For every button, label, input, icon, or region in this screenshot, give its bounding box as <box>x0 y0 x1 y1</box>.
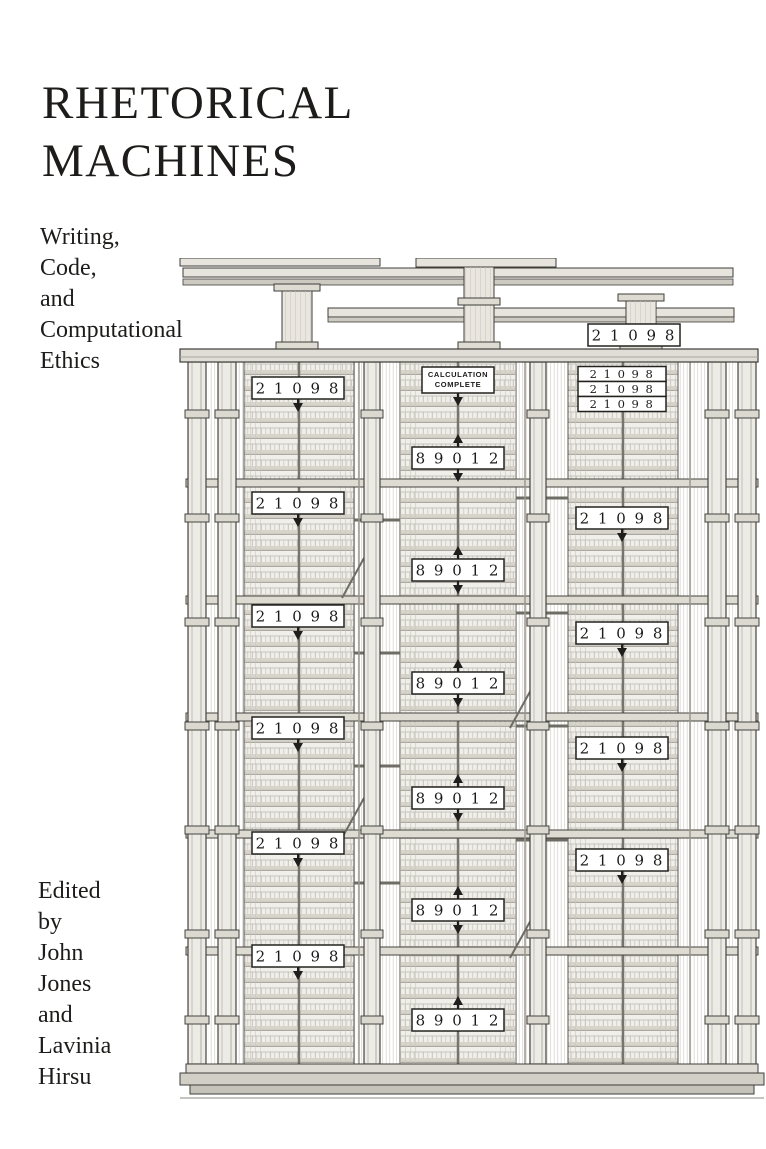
calculation-complete-plaque: CALCULATION COMPLETE <box>421 366 495 406</box>
title-line-2: MACHINES <box>42 135 300 187</box>
subtitle-line: Writing, <box>40 224 120 250</box>
svg-text:2 1 0 9 8: 2 1 0 9 8 <box>580 625 665 643</box>
number-dial: 2 1 0 9 8 <box>577 365 667 383</box>
svg-text:COMPLETE: COMPLETE <box>435 380 481 389</box>
number-dial: 8 9 0 1 2 <box>411 546 505 594</box>
editors: Edited by John Jones and Lavinia Hirsu <box>38 876 111 1093</box>
number-dial: 2 1 0 9 8 <box>575 736 669 772</box>
editor-line: John <box>38 940 84 966</box>
book-subtitle: Writing, Code, and Computational Ethics <box>40 222 183 377</box>
machine-top-plate <box>179 348 759 363</box>
machine-top-assembly <box>179 257 759 363</box>
svg-text:2 1 0 9 8: 2 1 0 9 8 <box>256 495 341 513</box>
number-dial: 2 1 0 9 8 <box>575 848 669 884</box>
engraving-container: CALCULATION COMPLETE 2 1 0 9 8 2 1 0 9 8 <box>178 257 766 1106</box>
svg-text:2 1 0 9 8: 2 1 0 9 8 <box>580 852 665 870</box>
number-dial: 8 9 0 1 2 <box>411 996 505 1032</box>
number-dial: 2 1 0 9 8 <box>251 604 345 640</box>
number-dial: 8 9 0 1 2 <box>411 886 505 934</box>
svg-text:8 9 0 1 2: 8 9 0 1 2 <box>416 450 501 468</box>
svg-text:CALCULATION: CALCULATION <box>428 370 488 379</box>
number-dial: 2 1 0 9 8 <box>577 380 667 398</box>
subtitle-line: Computational <box>40 317 183 343</box>
number-dial: 2 1 0 9 8 <box>577 395 667 413</box>
number-dial: 2 1 0 9 8 <box>575 621 669 657</box>
number-dial: 2 1 0 9 8 <box>575 506 669 542</box>
number-dial: 2 1 0 9 8 <box>251 376 345 412</box>
subtitle-line: Code, <box>40 255 97 281</box>
number-dials-center: 8 9 0 1 2 8 9 0 1 2 8 9 0 1 2 <box>411 434 505 1032</box>
svg-text:2 1 0 9 8: 2 1 0 9 8 <box>590 382 655 396</box>
machine-base <box>179 1063 765 1099</box>
editor-line: by <box>38 909 62 935</box>
editor-line: and <box>38 1002 73 1028</box>
svg-text:2 1 0 9 8: 2 1 0 9 8 <box>580 510 665 528</box>
editor-line: Jones <box>38 971 92 997</box>
number-dial: 2 1 0 9 8 <box>251 944 345 980</box>
svg-text:8 9 0 1 2: 8 9 0 1 2 <box>416 902 501 920</box>
svg-text:2 1 0 9 8: 2 1 0 9 8 <box>256 948 341 966</box>
editor-line: Edited <box>38 878 101 904</box>
svg-text:8 9 0 1 2: 8 9 0 1 2 <box>416 675 501 693</box>
svg-text:2 1 0 9 8: 2 1 0 9 8 <box>580 740 665 758</box>
number-dials-right: 2 1 0 9 8 2 1 0 9 8 2 1 0 9 8 2 1 0 9 8 … <box>575 323 681 884</box>
svg-text:2 1 0 9 8: 2 1 0 9 8 <box>256 608 341 626</box>
editor-line: Lavinia <box>38 1033 112 1059</box>
number-dial: 2 1 0 9 8 <box>251 716 345 752</box>
svg-text:8 9 0 1 2: 8 9 0 1 2 <box>416 1012 501 1030</box>
svg-text:8 9 0 1 2: 8 9 0 1 2 <box>416 790 501 808</box>
top-post-left <box>273 283 321 350</box>
svg-text:2 1 0 9 8: 2 1 0 9 8 <box>590 397 655 411</box>
number-dials-left: 2 1 0 9 8 2 1 0 9 8 2 1 0 9 8 2 1 0 9 8 <box>251 376 345 980</box>
svg-text:2 1 0 9 8: 2 1 0 9 8 <box>592 327 677 345</box>
difference-engine-engraving: CALCULATION COMPLETE 2 1 0 9 8 2 1 0 9 8 <box>179 257 765 1099</box>
number-dial: 2 1 0 9 8 <box>587 323 681 347</box>
title-line-1: RHETORICAL <box>42 77 354 129</box>
svg-text:2 1 0 9 8: 2 1 0 9 8 <box>590 367 655 381</box>
subtitle-line: Ethics <box>40 348 100 374</box>
editor-line: Hirsu <box>38 1064 92 1090</box>
svg-text:8 9 0 1 2: 8 9 0 1 2 <box>416 562 501 580</box>
number-dial: 8 9 0 1 2 <box>411 434 505 482</box>
number-dial: 8 9 0 1 2 <box>411 774 505 822</box>
book-title: RHETORICAL MACHINES <box>42 74 354 190</box>
svg-text:2 1 0 9 8: 2 1 0 9 8 <box>256 720 341 738</box>
tier-shelves <box>185 478 759 956</box>
number-dial: 8 9 0 1 2 <box>411 659 505 707</box>
subtitle-line: and <box>40 286 75 312</box>
number-dial: 2 1 0 9 8 <box>251 491 345 527</box>
number-dial: 2 1 0 9 8 <box>251 831 345 867</box>
top-post-center <box>457 266 501 350</box>
svg-text:2 1 0 9 8: 2 1 0 9 8 <box>256 380 341 398</box>
svg-text:2 1 0 9 8: 2 1 0 9 8 <box>256 835 341 853</box>
